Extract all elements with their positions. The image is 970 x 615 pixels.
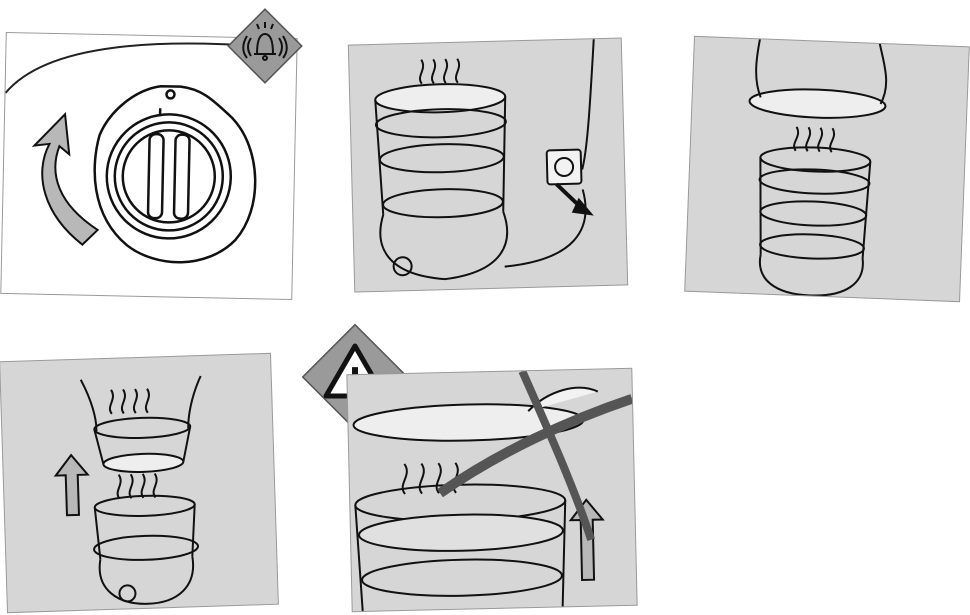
unplug-illustration — [349, 38, 627, 291]
bell-badge — [225, 6, 305, 86]
lift-lid-illustration — [685, 37, 969, 301]
steam-warning-panel — [347, 369, 636, 611]
lift-basket-illustration — [0, 354, 278, 612]
steam-warning-illustration — [347, 369, 636, 611]
lift-lid-panel — [685, 37, 969, 301]
lift-basket-panel — [0, 354, 278, 612]
unplug-panel — [349, 38, 627, 291]
bell-icon — [225, 6, 305, 86]
